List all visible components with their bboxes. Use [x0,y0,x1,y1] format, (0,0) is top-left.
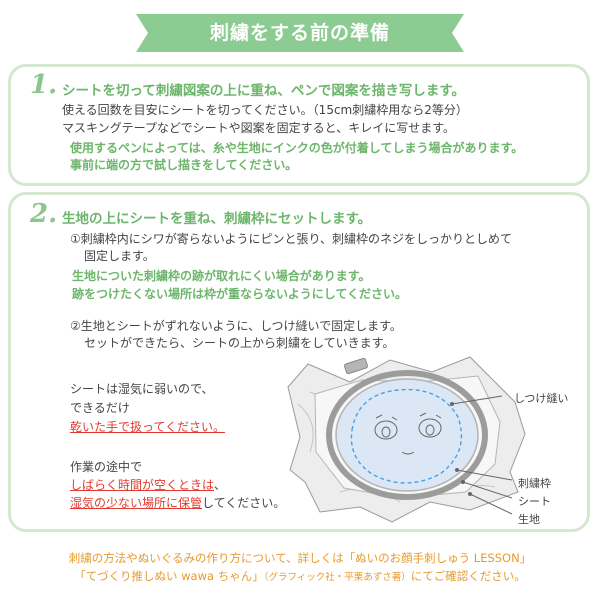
label-hoop: 刺繍枠 [518,477,551,490]
step2-item1-note: 生地についた刺繍枠の跡が取れにくい場合があります。 [72,269,371,283]
footer-book-info: （グラフィック社・平栗あずさ著） [263,572,411,583]
caution1-line: できるだけ [70,401,130,415]
caution2-line: 作業の途中で [70,460,143,474]
title-banner: 刺繍をする前の準備 [136,14,464,52]
caution2-emphasis: 湿気の少ない場所に保管 [70,496,203,510]
embroidery-hoop-illustration [287,356,526,523]
caution1-emphasis: 乾いた手で扱ってください。 [70,420,226,434]
footer-line1: 刺繍の方法やぬいぐるみの作り方について、詳しくは「ぬいのお顔手刺しゅう LESS… [68,551,532,565]
caution1-line: シートは湿気に弱いので、 [70,382,214,396]
step2-item1-line: 固定します。 [84,249,155,263]
step1-number: 1. [30,70,58,100]
caution2-line: しばらく時間が空くときは、 [70,477,226,493]
footer-end: にてご確認ください。 [410,569,526,583]
caution2-text: してください。 [202,496,286,510]
caution2-emphasis: しばらく時間が空くときは [70,478,215,492]
step1-heading: シートを切って刺繍図案の上に重ね、ペンで図案を描き写します。 [62,83,465,99]
footer-line2: 「てづくり推しぬい wawa ちゃん」（グラフィック社・平栗あずさ著）にてご確認… [0,568,600,584]
caution2-text: 、 [214,478,227,492]
label-basting: しつけ縫い [514,392,569,405]
step1-note: 使用するペンによっては、糸や生地にインクの色が付着してしまう場合があります。 [70,141,524,155]
step2-number: 2. [30,199,58,229]
step1-line: 使える回数を目安にシートを切ってください。（15cm刺繍枠用なら2等分） [62,103,468,117]
banner-ribbon-shape [136,14,464,52]
step2-heading: 生地の上にシートを重ね、刺繍枠にセットします。 [62,211,372,227]
step1-card [8,64,590,186]
caution2-line: 湿気の少ない場所に保管してください。 [70,495,285,511]
step2-item2-line: セットができたら、シートの上から刺繍をしていきます。 [84,336,395,350]
step1-note: 事前に端の方で試し描きをしてください。 [70,158,298,172]
step1-line: マスキングテープなどでシートや図案を固定すると、キレイに写せます。 [62,121,456,135]
label-fabric: 生地 [518,513,540,526]
page-title: 刺繍をする前の準備 [209,22,390,44]
footer-book-title: 「てづくり推しぬい wawa ちゃん」 [74,569,264,583]
step2-item1-note: 跡をつけたくない場所は枠が重ならないようにしてください。 [72,287,408,301]
step2-item2-line: ②生地とシートがずれないように、しつけ縫いで固定します。 [70,319,402,333]
label-sheet: シート [518,495,551,508]
step2-item1-line: ①刺繍枠内にシワが寄らないようにピンと張り、刺繍枠のネジをしっかりとしめて [70,232,513,246]
